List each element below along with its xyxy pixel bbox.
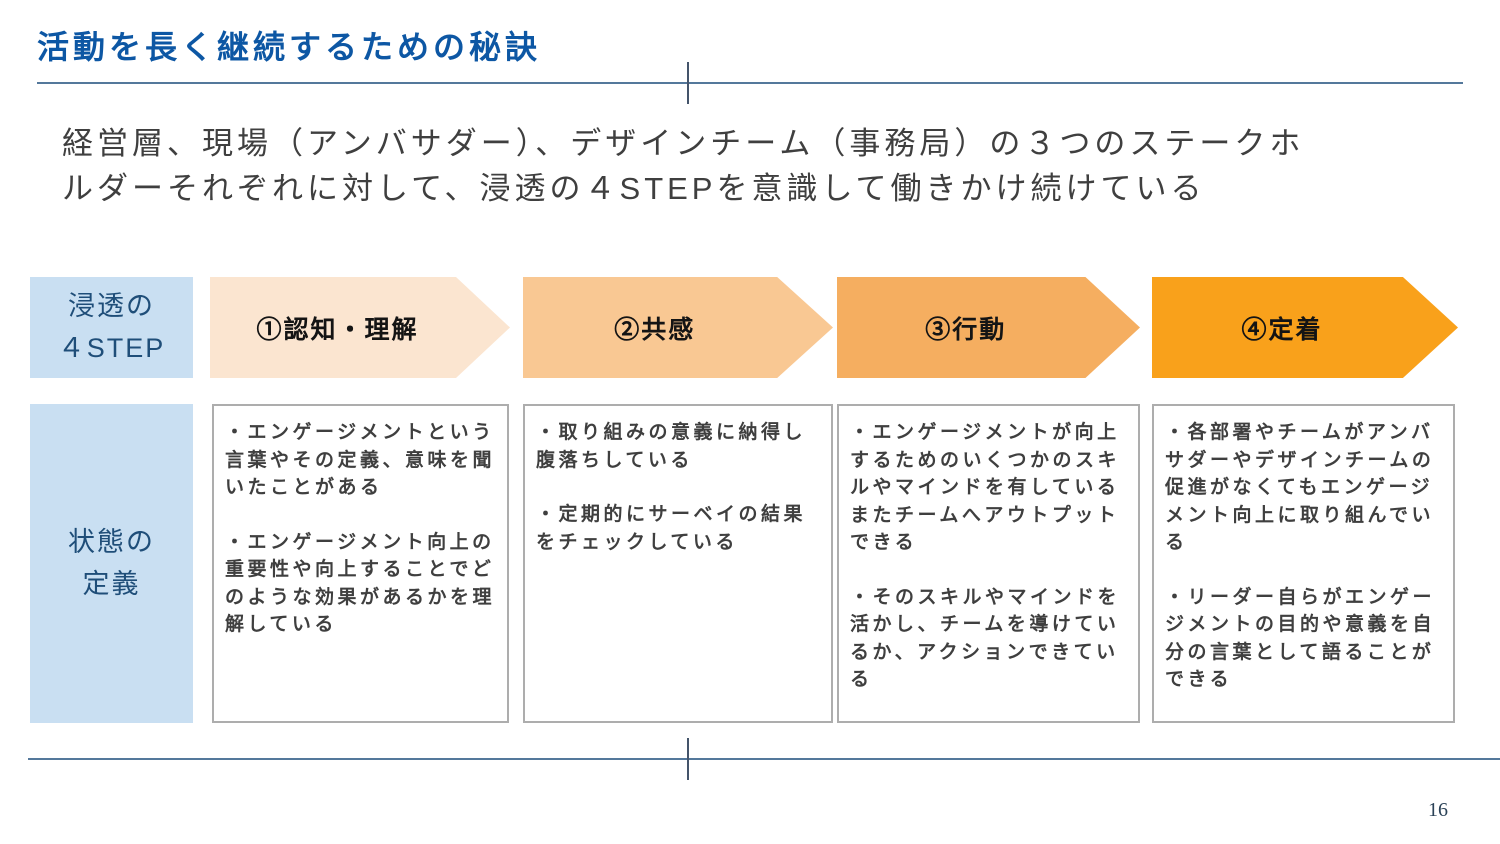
steps-row-label-line: 浸透の bbox=[68, 290, 155, 321]
definition-box-2: ・取り組みの意義に納得し腹落ちしている ・定期的にサーベイの結果をチェックしてい… bbox=[523, 404, 833, 723]
top-tick-mark bbox=[687, 62, 689, 104]
step-arrow-label: ③行動 bbox=[925, 315, 1007, 344]
subtitle-line: ルダーそれぞれに対して、浸透の４STEPを意識して働きかけ続けている bbox=[62, 170, 1206, 206]
steps-row-label-line: ４STEP bbox=[57, 332, 166, 363]
page-number: 16 bbox=[1428, 799, 1448, 821]
step-arrow-label: ②共感 bbox=[614, 315, 696, 344]
steps-row-label: 浸透の ４STEP bbox=[30, 277, 193, 378]
page-title: 活動を長く継続するための秘訣 bbox=[37, 29, 542, 65]
bullet-text: ・そのスキルやマインドを活かし、チームを導けているか、アクションできている bbox=[850, 586, 1121, 691]
bottom-tick-mark bbox=[687, 738, 689, 780]
bullet-text: ・エンゲージメント向上の重要性や向上することでどのような効果があるかを理解してい… bbox=[225, 531, 496, 636]
step-arrow-empathy: ②共感 bbox=[523, 277, 833, 378]
step-arrow-recognition: ①認知・理解 bbox=[210, 277, 510, 378]
step-arrow-label: ④定着 bbox=[1241, 315, 1323, 344]
bullet-text: ・各部署やチームがアンバサダーやデザインチームの促進がなくてもエンゲージメント向… bbox=[1165, 422, 1435, 554]
step-arrow-retention: ④定着 bbox=[1152, 277, 1458, 378]
subtitle-line: 経営層、現場（アンバサダー）、デザインチーム（事務局）の３つのステークホ bbox=[62, 126, 1305, 161]
state-row-label-line: 定義 bbox=[82, 568, 141, 599]
bullet-text: ・取り組みの意義に納得し腹落ちしている bbox=[536, 422, 807, 471]
definition-box-3: ・エンゲージメントが向上するためのいくつかのスキルやマインドを有しているまたチー… bbox=[837, 404, 1140, 723]
bullet-text: ・エンゲージメントが向上するためのいくつかのスキルやマインドを有しているまたチー… bbox=[850, 422, 1121, 554]
bottom-divider bbox=[28, 758, 1500, 760]
bullet-text: ・定期的にサーベイの結果をチェックしている bbox=[536, 504, 807, 553]
state-row-label: 状態の 定義 bbox=[30, 404, 193, 723]
bullet-text: ・エンゲージメントという言葉やその定義、意味を聞いたことがある bbox=[225, 422, 496, 499]
bullet-text: ・リーダー自らがエンゲージメントの目的や意義を自分の言葉として語ることができる bbox=[1165, 586, 1436, 691]
subtitle: 経営層、現場（アンバサダー）、デザインチーム（事務局）の３つのステークホ ルダー… bbox=[62, 122, 1304, 212]
step-arrow-label: ①認知・理解 bbox=[256, 315, 419, 344]
title-divider bbox=[37, 82, 1463, 84]
definition-box-1: ・エンゲージメントという言葉やその定義、意味を聞いたことがある ・エンゲージメン… bbox=[212, 404, 509, 723]
step-arrow-action: ③行動 bbox=[837, 277, 1140, 378]
state-row-label-line: 状態の bbox=[68, 526, 155, 557]
definition-box-4: ・各部署やチームがアンバサダーやデザインチームの促進がなくてもエンゲージメント向… bbox=[1152, 404, 1455, 723]
